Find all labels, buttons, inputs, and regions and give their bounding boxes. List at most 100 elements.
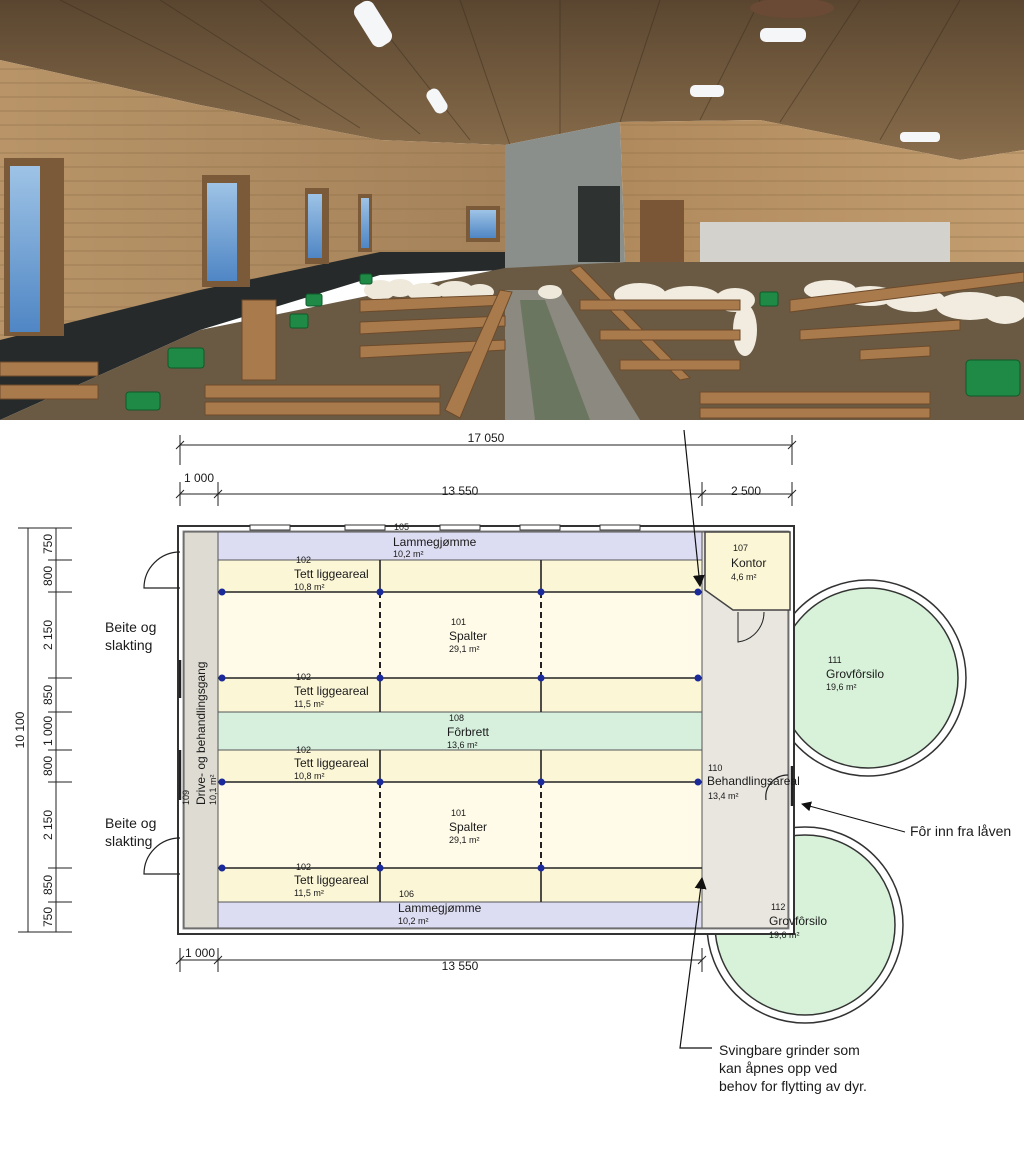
dim-left-margin: 1 000 [184,471,214,485]
room-number: 107 [733,543,748,553]
room-number: 112 [771,902,785,912]
lying-area-102 [217,559,703,593]
dim-bottom-span: 13 550 [442,959,479,973]
posts [218,588,702,872]
gates-note: kan åpnes opp ved [719,1060,837,1076]
dim-row: 850 [41,875,55,895]
ceiling-light [760,28,806,42]
left-wall-base [0,252,505,420]
room-number: 101 [451,617,466,627]
barn-interior-photo [0,0,1024,420]
dim-row: 850 [41,685,55,705]
room-area: 19,6 m² [769,930,800,940]
swing-gates [765,766,794,806]
room-area: 10,1 m² [208,774,218,805]
dim-row: 2 150 [41,620,55,650]
feed-in-label: Fôr inn fra låven [910,823,1011,839]
dim-row: 1 000 [41,716,55,746]
room-area: 11,5 m² [294,888,324,898]
room-name: Kontor [731,556,766,570]
ventilation-fan [750,0,834,18]
office-107 [704,531,791,611]
dim-right-span: 2 500 [731,484,761,498]
room-area: 13,4 m² [708,791,739,801]
feed-table-108 [217,711,703,751]
exit-label: slakting [105,637,152,653]
room-area: 29,1 m² [449,835,480,845]
gates-note: behov for flytting av dyr. [719,1078,867,1094]
exit-label: Beite og [105,815,156,831]
room-number: 102 [296,862,311,872]
room-name: Tett liggeareal [294,567,369,581]
room-number: 102 [296,745,311,755]
end-door [578,186,620,262]
exit-label: Beite og [105,619,156,635]
window [207,183,237,281]
lying-area-102 [217,749,703,783]
room-number: 105 [394,522,409,532]
dim-main-span: 13 550 [442,484,479,498]
room-name: Tett liggeareal [294,684,369,698]
room-name: Behandlingsareal [707,774,800,788]
room-name: Fôrbrett [447,725,490,739]
dimension-left [18,527,72,933]
ceiling-light [426,88,448,114]
feed-in-arrow [801,801,906,833]
room-area: 19,6 m² [826,682,857,692]
dim-row: 800 [41,566,55,586]
ceiling-light [900,132,940,142]
room-number: 111 [828,655,842,665]
sheep-flock-left [364,279,562,301]
exit-label: slakting [105,833,152,849]
room-name: Spalter [449,629,487,643]
room-number: 108 [449,713,464,723]
room-number: 109 [181,790,191,805]
room-number: 110 [708,763,722,773]
lying-area-102 [217,677,703,713]
silo-111 [769,579,967,777]
pen-gates [379,592,542,868]
dim-total-width: 17 050 [468,431,505,445]
pen-fence-right [569,265,1024,419]
water-trough [125,273,1021,411]
room-name: Lammegjømme [393,535,477,549]
room-area: 10,8 m² [294,771,325,781]
window [470,210,496,238]
window [361,198,369,248]
room-name: Tett liggeareal [294,756,369,770]
room-name: Grovfôrsilo [769,914,827,928]
room-area: 29,1 m² [449,644,480,654]
ceiling-light [353,0,393,48]
room-name: Grovfôrsilo [826,667,884,681]
dim-row: 2 150 [41,810,55,840]
dimension-top [175,435,797,506]
room-name: Tett liggeareal [294,873,369,887]
dim-row: 750 [41,907,55,927]
room-name: Lammegjømme [398,901,482,915]
slats-101 [217,781,703,869]
pen-partitions [218,560,702,902]
office-door [737,611,765,643]
ceiling-light [690,85,724,97]
window [10,166,40,332]
room-area: 10,8 m² [294,582,325,592]
dim-total-height: 10 100 [13,711,27,748]
lamb-pen-106 [217,901,703,929]
room-name: Drive- og behandlingsgang [194,662,208,805]
slats-101 [217,591,703,679]
room-number: 102 [296,672,311,682]
room-number: 106 [399,889,414,899]
lying-area-102 [217,867,703,903]
room-area: 11,5 m² [294,699,324,709]
room-area: 4,6 m² [731,572,757,582]
room-area: 10,2 m² [393,549,424,559]
dim-row: 750 [41,534,55,554]
dim-row: 800 [41,756,55,776]
room-area: 13,6 m² [447,740,478,750]
room-area: 10,2 m² [398,916,429,926]
room-name: Spalter [449,820,487,834]
door [640,200,684,264]
left-doors [143,551,182,875]
dim-bottom-left: 1 000 [185,946,215,960]
top-windows [249,524,641,531]
